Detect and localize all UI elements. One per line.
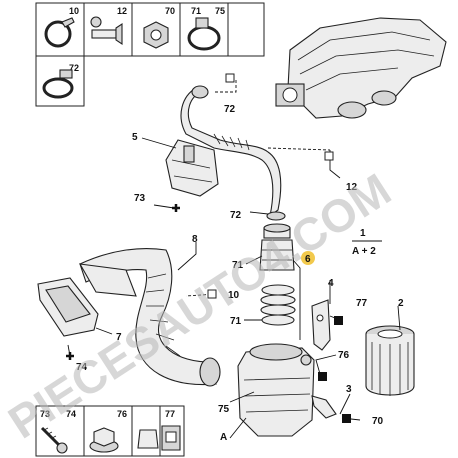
plastic-rivet-icon xyxy=(90,16,123,46)
callout-5: 5 xyxy=(132,132,138,143)
callout-7: 7 xyxy=(116,332,122,343)
part-sensor xyxy=(311,395,337,419)
callout-3: 3 xyxy=(346,384,352,395)
callout-74: 74 xyxy=(76,362,88,373)
callout-70: 70 xyxy=(372,416,384,427)
part-bellows xyxy=(260,284,296,326)
callout-1-sub: A + 2 xyxy=(352,246,376,257)
legend-cell-71 xyxy=(179,2,229,57)
marker-star-74 xyxy=(66,352,74,360)
legend-ref-77: 77 xyxy=(165,409,175,419)
legend-ref-12: 12 xyxy=(117,6,127,16)
legend-ref-10: 10 xyxy=(69,6,79,16)
callout-71-lower: 71 xyxy=(230,316,242,327)
legend-ref-71: 71 xyxy=(191,6,201,16)
part-intake-duct xyxy=(79,248,221,387)
clip-nut-icon xyxy=(137,425,181,451)
callout-12: 12 xyxy=(346,182,358,193)
hex-nut-icon xyxy=(143,21,169,49)
legend-ref-73: 73 xyxy=(40,409,50,419)
marker-square-10 xyxy=(207,289,217,299)
part-coupler-top xyxy=(259,211,295,271)
markers xyxy=(66,73,351,423)
leader-lines xyxy=(67,80,401,439)
marker-solid-70 xyxy=(342,414,351,423)
screw-icon xyxy=(40,426,68,454)
marker-solid-76 xyxy=(318,372,327,381)
marker-square-12 xyxy=(324,151,334,161)
callout-72-lower: 72 xyxy=(230,210,242,221)
marker-square-72 xyxy=(225,73,235,83)
callout-10: 10 xyxy=(228,290,240,301)
callout-8: 8 xyxy=(192,234,198,245)
callout-6: 6 xyxy=(305,254,311,265)
legend-ref-74: 74 xyxy=(66,409,76,419)
marker-solid-77 xyxy=(334,316,343,325)
legend-bottom: 73 74 76 77 xyxy=(35,405,185,457)
washer-nut-icon xyxy=(89,427,119,453)
callouts: 72 5 12 73 72 8 1 A + 2 71 6 4 10 77 2 7… xyxy=(76,104,404,443)
highlight-6 xyxy=(301,251,315,265)
legend-ref-72: 72 xyxy=(69,63,79,73)
callout-73: 73 xyxy=(134,193,146,204)
callout-77: 77 xyxy=(356,298,368,309)
ring-clamp-icon xyxy=(42,69,74,99)
callout-72-upper: 72 xyxy=(224,104,236,115)
hose-clamp-icon xyxy=(44,17,75,48)
callout-75: 75 xyxy=(218,404,230,415)
legend-top: 10 12 70 71 75 72 xyxy=(35,2,265,107)
callout-1: 1 xyxy=(360,228,366,239)
legend-cell-75 xyxy=(227,2,265,57)
part-resonator xyxy=(165,139,219,197)
marker-star-73 xyxy=(172,204,180,212)
intake-manifold xyxy=(275,17,447,119)
callout-76: 76 xyxy=(338,350,350,361)
part-air-inlet xyxy=(37,263,137,337)
worm-clamp-icon xyxy=(187,17,221,51)
part-airbox xyxy=(237,343,315,437)
part-bracket xyxy=(311,299,331,351)
callout-71-upper: 71 xyxy=(232,260,244,271)
part-filter-element xyxy=(365,325,415,396)
callout-4: 4 xyxy=(328,278,334,289)
callout-A: A xyxy=(220,432,227,443)
legend-ref-70: 70 xyxy=(165,6,175,16)
legend-ref-75: 75 xyxy=(215,6,225,16)
legend-ref-76: 76 xyxy=(117,409,127,419)
callout-2: 2 xyxy=(398,298,404,309)
